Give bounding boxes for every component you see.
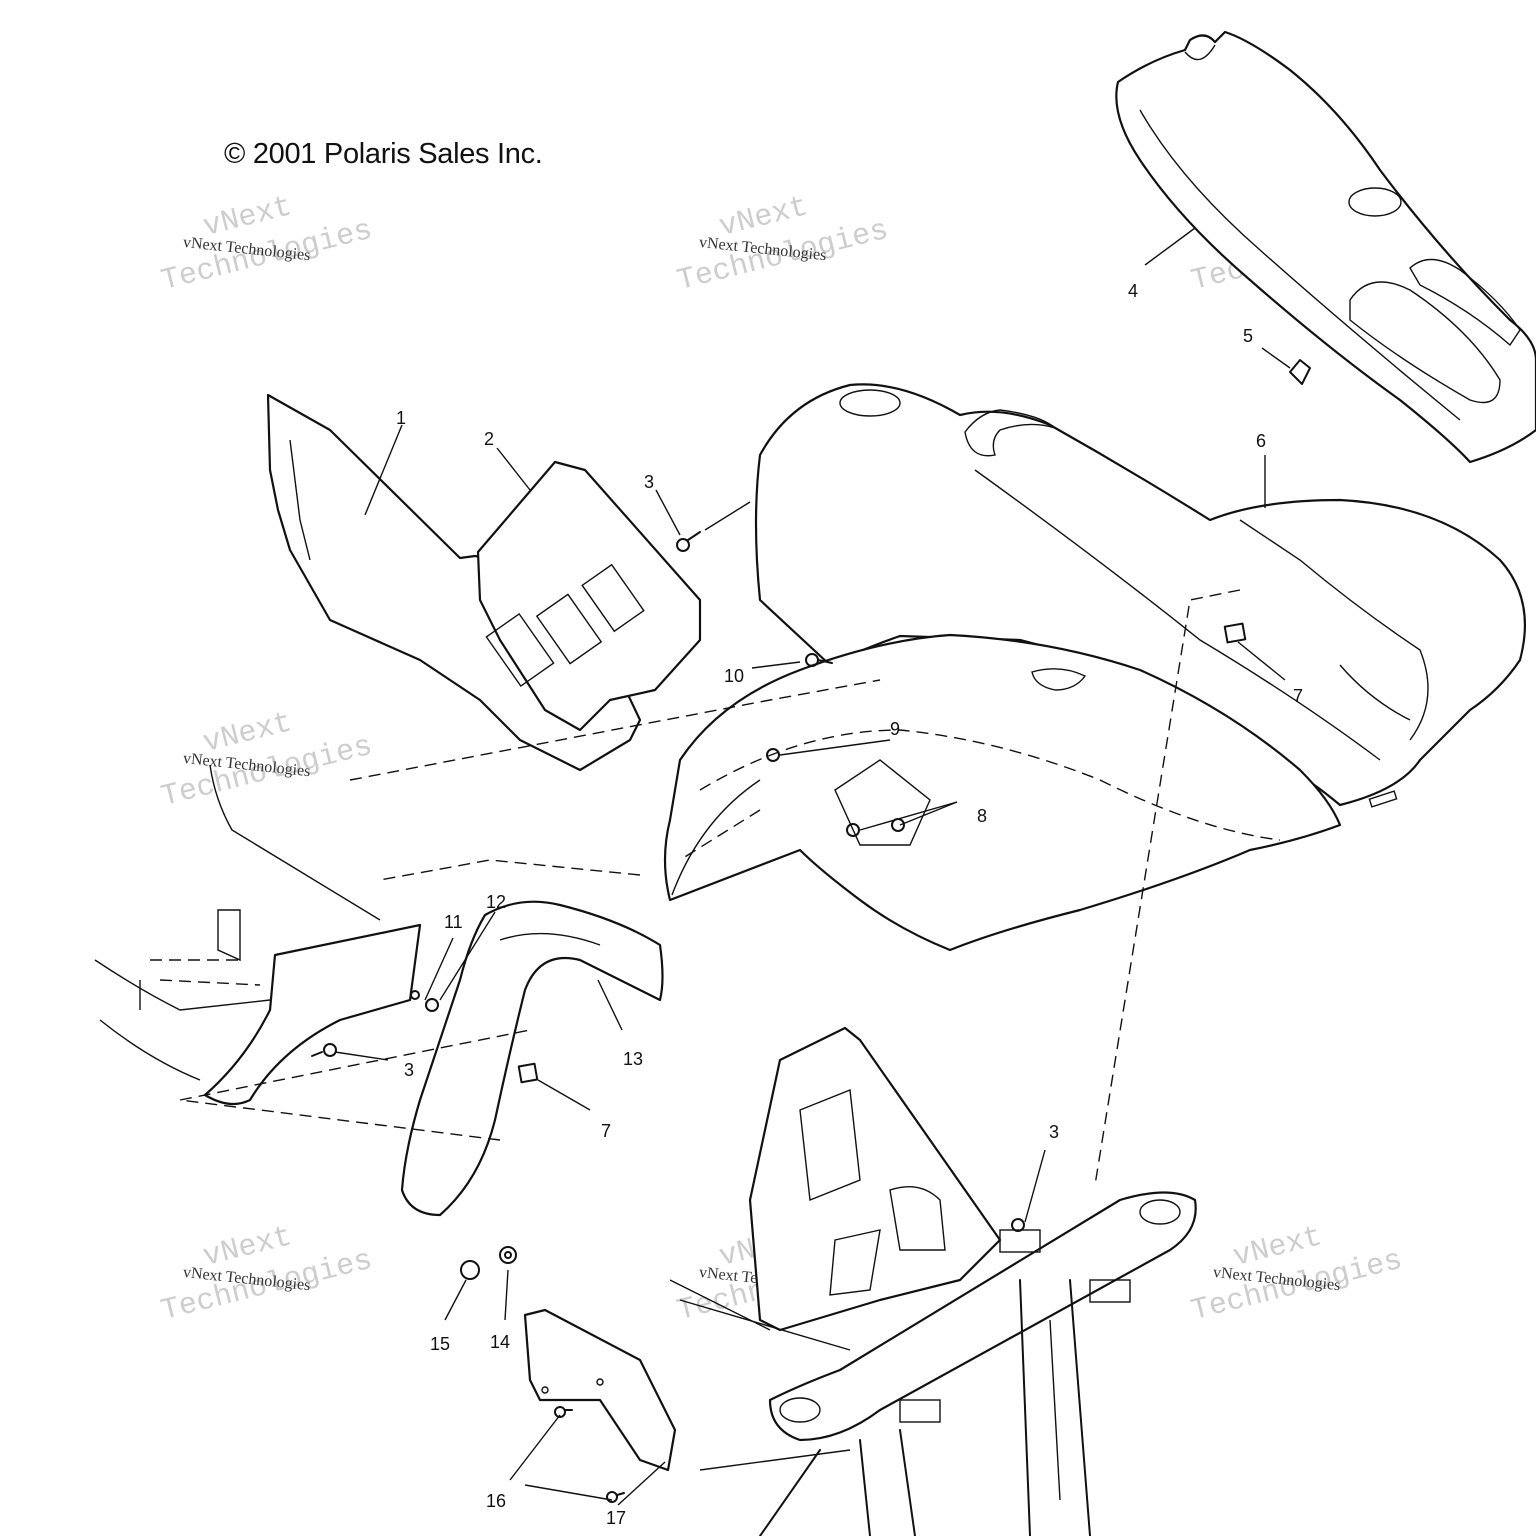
callout-leaders [334,227,1291,1506]
callout-3: 3 [644,472,654,492]
callout-9: 9 [890,719,900,739]
part-seat-cover [1115,30,1536,464]
callout-6: 6 [1256,431,1266,451]
hardware-screws [311,531,1247,1503]
part-footrest [94,764,422,1106]
callout-3b: 3 [404,1060,414,1080]
callout-2: 2 [484,429,494,449]
part-clip [1289,359,1311,385]
callout-11: 11 [444,912,463,932]
part-front-flare [400,900,664,1217]
callout-7b: 7 [601,1121,611,1141]
callout-8: 8 [977,806,987,826]
callout-16: 16 [486,1491,506,1511]
callout-17: 17 [606,1508,626,1528]
callout-14: 14 [490,1332,510,1352]
part-front-fender [663,633,1342,952]
callout-13: 13 [623,1049,643,1069]
callout-12: 12 [486,892,506,912]
part-footwell [476,460,702,732]
callout-1: 1 [396,408,406,428]
callout-15: 15 [430,1334,450,1354]
callout-5: 5 [1243,326,1253,346]
callout-numbers: 1 2 3 4 5 6 7 8 9 10 11 12 13 14 15 16 1… [396,281,1303,1528]
callout-4: 4 [1128,281,1138,301]
callout-7: 7 [1293,686,1303,706]
callout-3c: 3 [1049,1122,1059,1142]
part-splash-guard [523,1308,677,1472]
assembly-dashed-lines [179,589,1241,1186]
part-frame [669,1026,1197,1536]
copyright-notice: © 2001 Polaris Sales Inc. [224,138,543,170]
callout-10: 10 [724,666,744,686]
